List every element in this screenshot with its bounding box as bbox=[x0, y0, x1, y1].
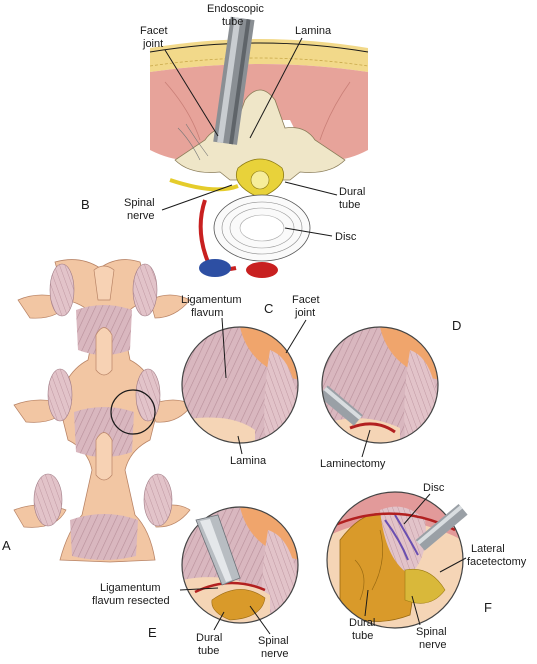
lig-flavum-resected-label-2: flavum resected bbox=[92, 595, 170, 607]
lig-flavum-resected-label-1: Ligamentum bbox=[100, 582, 161, 594]
spinal-nerve-f-label-1: Spinal bbox=[416, 626, 447, 638]
ligamentum-flavum-label-2: flavum bbox=[191, 307, 223, 319]
dural-tube-b-label-1: Dural bbox=[339, 186, 365, 198]
vertebra-posterior-elements bbox=[174, 89, 346, 181]
laminectomy-label: Laminectomy bbox=[320, 458, 386, 470]
kerrison-instrument-e bbox=[195, 514, 241, 586]
ligamentum-flavum-label-1: Ligamentum bbox=[181, 294, 242, 306]
lamina-c-label: Lamina bbox=[230, 455, 267, 467]
panel-b-labels: Endoscopic tube Facet joint Lamina B Spi… bbox=[81, 3, 365, 243]
panel-letter-c: C bbox=[264, 301, 273, 316]
facet-joint-top-label-1: Facet bbox=[140, 25, 168, 37]
lamina-top-label: Lamina bbox=[295, 25, 332, 37]
facet-joint-top-label-2: joint bbox=[142, 38, 163, 50]
panel-f-circle: Disc Lateral facetectomy F Dural tube Sp… bbox=[326, 482, 527, 651]
spinal-nerve-b-label-2: nerve bbox=[127, 210, 155, 222]
endoscopic-tube-label-1: Endoscopic bbox=[207, 3, 264, 15]
lateral-facetectomy-label-2: facetectomy bbox=[467, 556, 527, 568]
spinal-nerve-f-label-2: nerve bbox=[419, 639, 447, 651]
magnified-region-marker bbox=[110, 389, 156, 435]
panel-letter-d: D bbox=[452, 318, 461, 333]
panel-letter-e: E bbox=[148, 625, 157, 640]
disc-f-label: Disc bbox=[423, 482, 445, 494]
endoscopic-tube-label-2: tube bbox=[222, 16, 243, 28]
dural-tube-e-label-1: Dural bbox=[196, 632, 222, 644]
dural-tube-b-label-2: tube bbox=[339, 199, 360, 211]
instrument-f bbox=[415, 503, 468, 551]
panel-a-spine-posterior-view: A bbox=[2, 259, 193, 563]
dural-tube-f-label-1: Dural bbox=[349, 617, 375, 629]
endoscopic-tube bbox=[213, 16, 255, 145]
panel-letter-a: A bbox=[2, 538, 11, 553]
panel-letter-f: F bbox=[484, 600, 492, 615]
spinal-nerve-b bbox=[169, 178, 239, 192]
skin-layer bbox=[150, 39, 368, 72]
dural-tube-e-label-2: tube bbox=[198, 645, 219, 657]
disc-b-label: Disc bbox=[335, 231, 357, 243]
dural-tube-f-label-2: tube bbox=[352, 630, 373, 642]
facet-joint-c-label-1: Facet bbox=[292, 294, 320, 306]
facet-joint-c-label-2: joint bbox=[294, 307, 315, 319]
panel-letter-b: B bbox=[81, 197, 90, 212]
panel-d-circle: D Laminectomy bbox=[320, 318, 461, 470]
spinal-nerve-b-label-1: Spinal bbox=[124, 197, 155, 209]
panel-b-cross-section bbox=[149, 16, 369, 278]
spinal-nerve-e-label-1: Spinal bbox=[258, 635, 289, 647]
panel-c-circle: Ligamentum flavum C Facet joint Lamina bbox=[181, 294, 320, 467]
spinal-nerve-e-label-2: nerve bbox=[261, 648, 289, 660]
lateral-facetectomy-label-1: Lateral bbox=[471, 543, 505, 555]
